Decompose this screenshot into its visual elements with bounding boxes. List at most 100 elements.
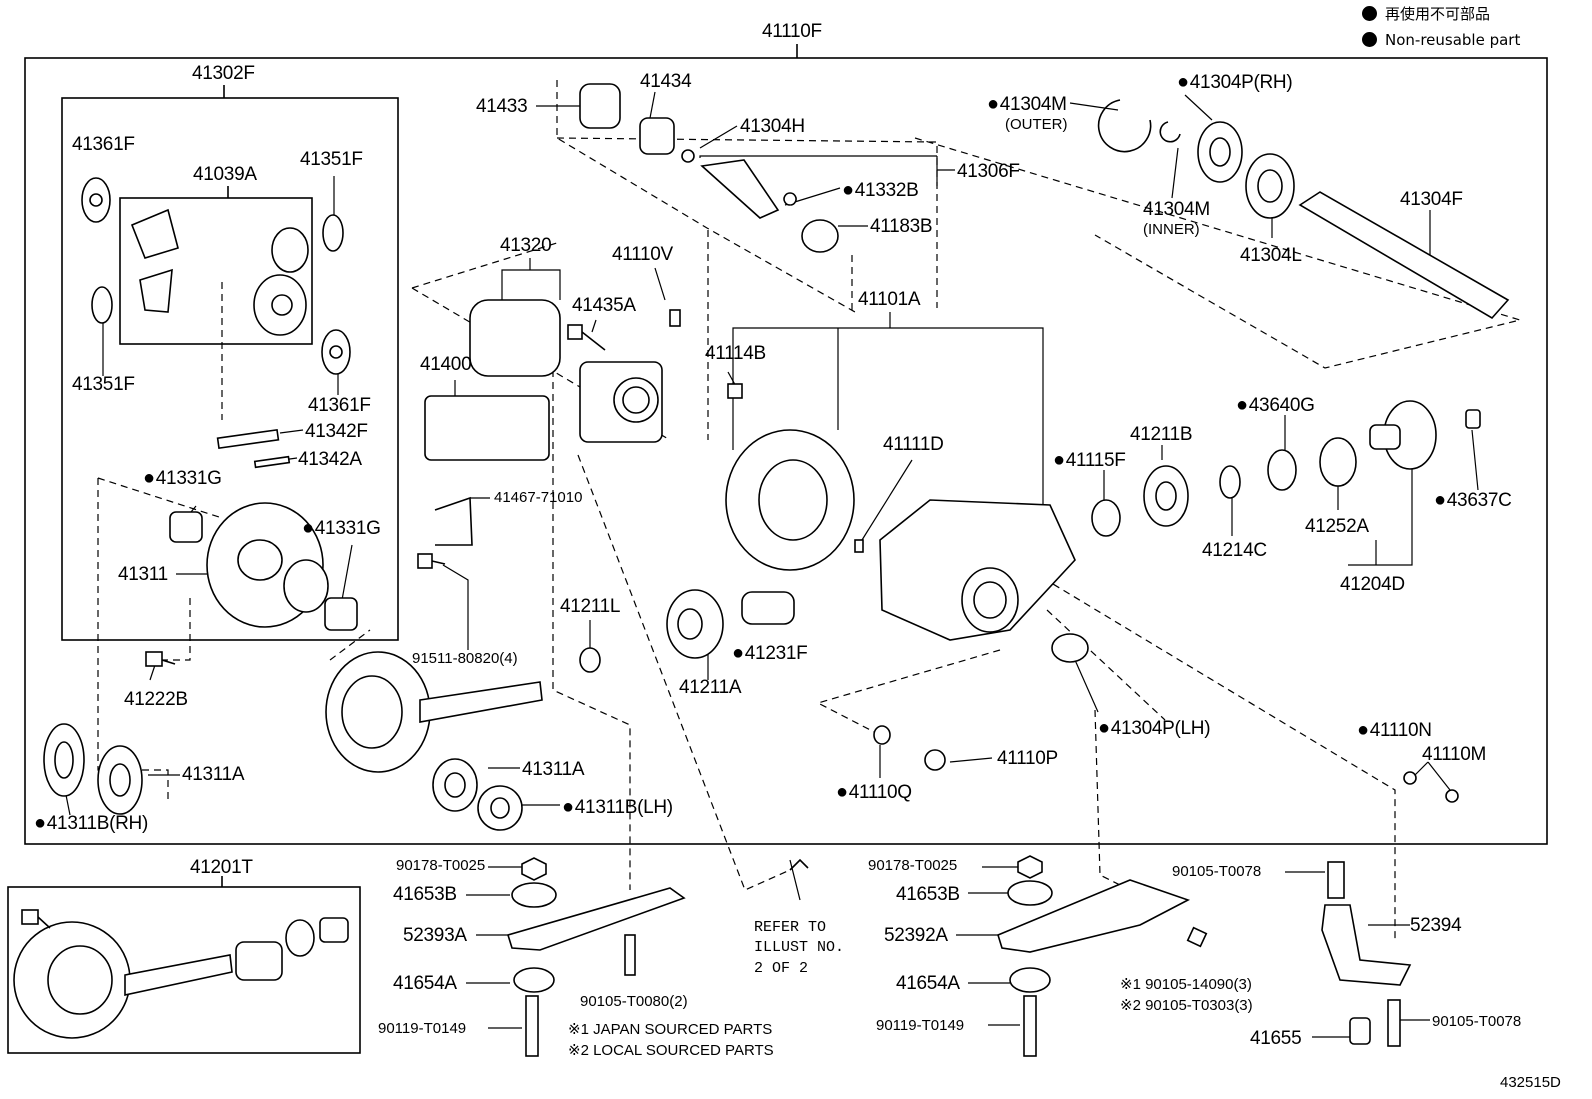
label-41351F-bot: 41351F [72,374,135,395]
note-local-sourced: ※2 LOCAL SOURCED PARTS [568,1042,774,1059]
label-90105-T0080: 90105-T0080(2) [580,993,688,1010]
label-41110N: 41110N [1357,720,1432,740]
label-41435A: 41435A [572,295,636,316]
pinion-gear-box [119,197,313,345]
legend-jp: 再使用不可部品 [1362,6,1490,22]
label-41433: 41433 [476,96,528,117]
mounting-arm-52393A [506,887,686,951]
label-41361F-top: 41361F [72,134,135,155]
label-41467-71010: 41467-71010 [494,489,583,506]
mounting-arm-52392A [997,879,1191,953]
label-41654A-left: 41654A [393,973,457,994]
label-41434: 41434 [640,71,692,92]
axle-shaft-41304F [1298,191,1510,320]
label-41222B: 41222B [124,689,188,710]
main-assembly-frame [24,57,1548,845]
label-90119-T0149-right: 90119-T0149 [876,1017,965,1034]
label-41311: 41311 [118,564,168,585]
refer-line-1: REFER TO [754,919,827,936]
label-41110P: 41110P [997,748,1058,769]
label-41204D: 41204D [1340,574,1405,595]
motor-41400 [424,395,550,461]
label-41110Q: 41110Q [836,782,912,802]
label-41361F-bot: 41361F [308,395,371,416]
label-41320: 41320 [500,235,552,256]
refer-line-3: 2 OF 2 [754,959,809,977]
label-43640G: 43640G [1236,395,1315,415]
label-41111D: 41111D [883,434,944,455]
washer-41351F-top [322,214,344,252]
pinion-gear-upper [130,208,179,259]
label-90119-T0149-left: 90119-T0149 [378,1020,467,1037]
label-41342A: 41342A [298,449,362,470]
pinion-shaft-41306F [700,159,780,219]
label-52394: 52394 [1410,915,1462,936]
label-41400: 41400 [420,354,472,375]
label-41115F: 41115F [1053,450,1126,470]
label-41214C: 41214C [1202,540,1267,561]
note-japan-sourced: ※1 JAPAN SOURCED PARTS [568,1021,773,1038]
label-41304H: 41304H [740,116,805,137]
label-90105-14090: ※1 90105-14090(3) [1120,976,1252,993]
refer-line-2: ILLUST NO. [754,939,845,957]
label-90105-T0303: ※2 90105-T0303(3) [1120,997,1253,1014]
legend-en-text: Non-reusable part [1385,31,1521,49]
label-41311A-mid: 41311A [522,759,585,780]
label-90105-T0078-bot: 90105-T0078 [1432,1013,1522,1030]
note-inner: (INNER) [1143,221,1200,238]
label-41304M-outer: 41304M [987,94,1067,114]
label-41311A-left: 41311A [182,764,245,785]
label-41331G-left: 41331G [143,468,222,488]
label-41110V: 41110V [612,244,673,265]
label-41306F: 41306F [957,161,1020,182]
label-41342F: 41342F [305,421,368,442]
label-41304F: 41304F [1400,189,1463,210]
actuator-41320 [469,299,561,377]
label-41302F: 41302F [192,63,255,84]
legend-en: Non-reusable part [1362,32,1520,48]
label-41304P-RH: 41304P(RH) [1177,72,1293,92]
label-41183B: 41183B [870,216,933,237]
label-41331G-right: 41331G [302,518,381,538]
label-41655: 41655 [1250,1028,1302,1049]
label-43637C: 43637C [1434,490,1512,510]
label-41332B: 41332B [842,180,919,200]
drive-pinion-shaft [419,681,543,723]
label-41252A: 41252A [1305,516,1369,537]
label-41654A-right: 41654A [896,973,960,994]
label-90105-T0078-top: 90105-T0078 [1172,863,1262,880]
label-41653B-right: 41653B [896,884,960,905]
note-outer: (OUTER) [1005,116,1068,133]
label-52392A: 52392A [884,925,948,946]
label-41211L: 41211L [560,596,621,617]
bracket-52394 [1321,904,1412,986]
ring-pinion-box [7,886,361,1054]
label-41304M-inner: 41304M [1143,199,1210,220]
label-90178-T0025-right: 90178-T0025 [868,857,958,874]
label-41110M: 41110M [1422,744,1487,765]
note-refer-to: REFER TO ILLUST NO. 2 OF 2 [754,918,844,979]
legend-jp-text: 再使用不可部品 [1385,5,1491,23]
label-41201T: 41201T [190,857,253,878]
non-reusable-bullet-icon [1362,32,1377,47]
differential-carrier-housing [879,499,1076,641]
label-41039A: 41039A [193,164,257,185]
non-reusable-bullet-icon [1362,6,1377,21]
label-41311B-RH: 41311B(RH) [34,813,149,833]
differential-case-box [61,97,399,641]
washer-41351F-bot [91,286,113,324]
bearing-41433 [579,83,621,129]
label-41211B: 41211B [1130,424,1193,445]
label-41304L: 41304L [1240,245,1302,266]
label-41114B: 41114B [705,343,766,364]
label-41351F-top: 41351F [300,149,363,170]
document-number: 432515D [1500,1074,1561,1091]
label-41101A: 41101A [858,289,921,310]
label-52393A: 52393A [403,925,467,946]
label-91511-80820: 91511-80820(4) [412,650,518,667]
label-41304P-LH: 41304P(LH) [1098,718,1211,738]
label-41231F: 41231F [732,643,808,663]
label-41110F: 41110F [762,21,822,42]
